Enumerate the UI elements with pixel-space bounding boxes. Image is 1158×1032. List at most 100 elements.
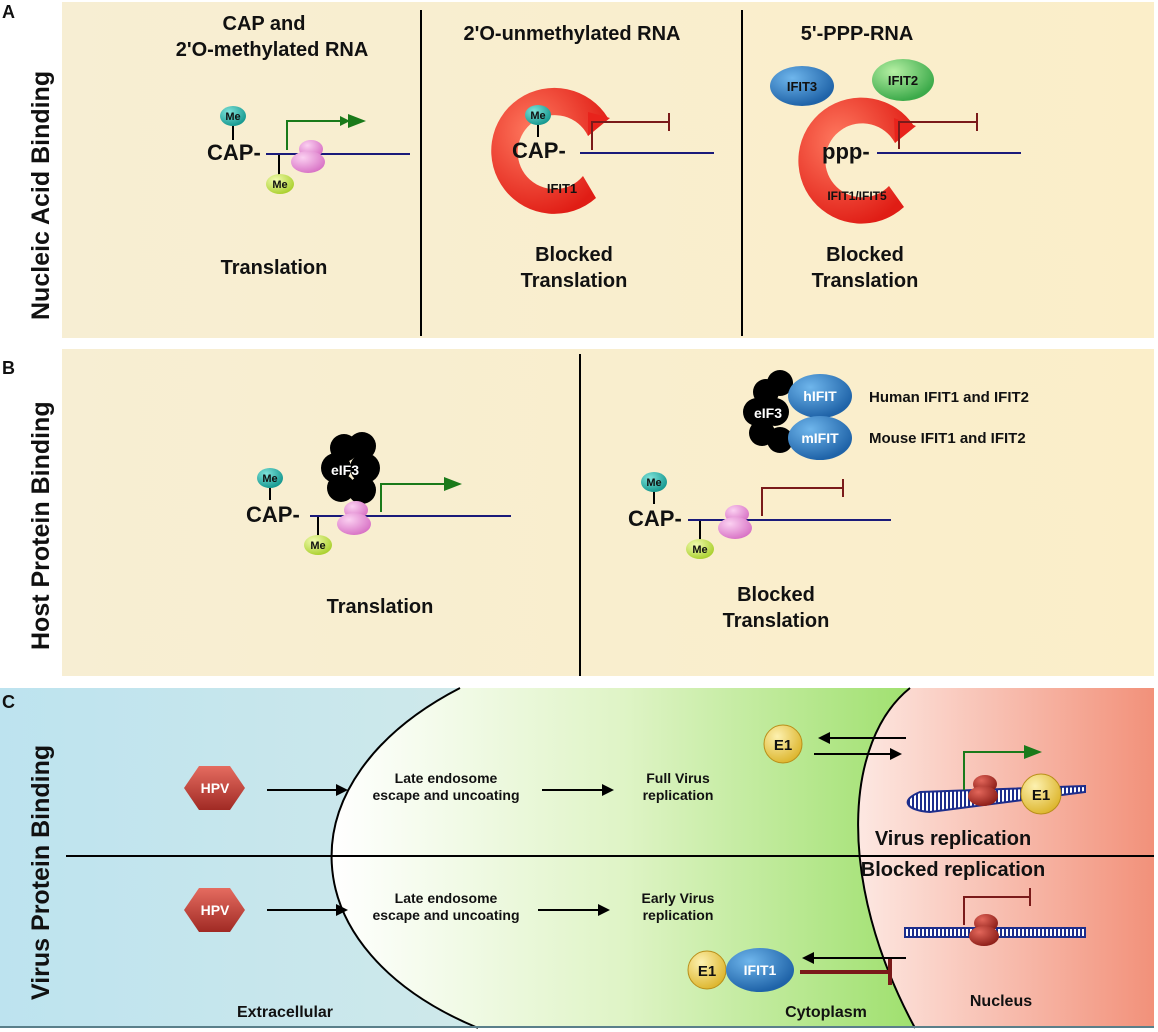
full-virus-label-2: replication: [643, 787, 714, 803]
col1-arrow-head: [348, 114, 366, 128]
cytoplasm-label: Cytoplasm: [785, 1004, 867, 1021]
b-left-outcome: Translation: [327, 596, 434, 618]
col1-translation-arrow: [286, 116, 350, 150]
mifit-label: mIFIT: [801, 430, 839, 446]
b-left-eif3-icon: [321, 432, 380, 504]
e1-label-top: E1: [774, 737, 792, 754]
endosome-label-top-1: Late endosome: [395, 770, 498, 786]
b-right-eif3-icon: [743, 370, 793, 453]
col3-ifit-protein: [798, 97, 914, 224]
endosome-label-top-2: escape and uncoating: [372, 787, 519, 803]
early-virus-label-2: replication: [643, 907, 714, 923]
hifit-label: hIFIT: [803, 388, 837, 404]
hpv-hexagon-top: [184, 766, 245, 810]
b-left-me-cap-icon: [257, 468, 283, 488]
nucleus-region: [858, 688, 1154, 1028]
panel-b-side-label: Host Protein Binding: [27, 401, 55, 650]
col3-ppp-label: ppp-: [822, 139, 870, 164]
mifit-icon: [788, 416, 852, 460]
panel-a-background: [62, 2, 1154, 338]
full-virus-label-1: Full Virus: [646, 770, 710, 786]
panel-c-side-label: Virus Protein Binding: [27, 745, 55, 1000]
b-left-me-cap-label: Me: [262, 473, 277, 485]
col1-cap-label: CAP-: [207, 140, 261, 165]
endosome-label-bottom-2: escape and uncoating: [372, 907, 519, 923]
col3-block-line: [898, 121, 977, 149]
col2-title: 2'O-unmethylated RNA: [463, 23, 680, 45]
col2-outcome-line1: Blocked: [535, 244, 613, 266]
col2-block-line: [591, 121, 669, 150]
col3-ifit2-icon: [872, 59, 934, 101]
col2-ifit1-protein-rim: [588, 112, 610, 136]
b-right-ribosome-bottom: [718, 517, 752, 539]
col3-outcome-line1: Blocked: [826, 244, 904, 266]
col3-ifit1-ifit5-label: IFIT1/IFIT5: [827, 189, 887, 203]
endosome-label-bottom-1: Late endosome: [395, 890, 498, 906]
col3-ifit3-label: IFIT3: [787, 79, 817, 94]
viral-replication-arrow: [963, 751, 1024, 790]
b-right-block-line: [761, 487, 843, 516]
ifit1-icon-bottom: [726, 948, 794, 992]
b-right-me-cap-label: Me: [646, 477, 661, 489]
extracellular-label: Extracellular: [237, 1004, 333, 1021]
col2-outcome-line2: Translation: [521, 270, 628, 292]
col1-title-line2: 2'O-methylated RNA: [176, 39, 369, 61]
ifit1-label-bottom: IFIT1: [744, 962, 777, 978]
hpv-label-top: HPV: [201, 780, 230, 796]
e1-label-bottom: E1: [698, 963, 716, 980]
virus-replication-label: Virus replication: [875, 828, 1031, 850]
col1-me-cap-label: Me: [225, 111, 240, 123]
hpv-hexagon-bottom: [184, 888, 245, 932]
cell-membrane: [330, 687, 479, 1029]
col1-me-2o-icon: [266, 174, 294, 194]
nucleus-label: Nucleus: [970, 993, 1032, 1010]
b-right-me-2o-icon: [686, 539, 714, 559]
b-right-eif3-label: eIF3: [754, 405, 782, 421]
col1-me-cap-icon: [220, 106, 246, 126]
b-left-arrow-head: [444, 477, 462, 491]
early-virus-label-1: Early Virus: [642, 890, 715, 906]
b-left-me-2o-icon: [304, 535, 332, 555]
panel-b-letter: B: [2, 358, 15, 378]
col2-ifit1-protein: [491, 87, 608, 214]
b-left-ribosome-bottom: [337, 513, 371, 535]
e1-label-nucleus: E1: [1032, 787, 1050, 804]
col1-me-2o-label: Me: [272, 179, 287, 191]
b-left-me-2o-label: Me: [310, 540, 325, 552]
nuclear-membrane: [857, 687, 916, 1029]
b-right-me-cap-icon: [641, 472, 667, 492]
panel-a-side-label: Nucleic Acid Binding: [27, 71, 55, 320]
col2-cap-label: CAP-: [512, 138, 566, 163]
blocked-replication-label: Blocked replication: [861, 859, 1046, 881]
col3-ifit2-label: IFIT2: [888, 73, 918, 88]
col3-ifit3-icon: [770, 66, 834, 106]
b-right-outcome-line2: Translation: [723, 610, 830, 632]
col1-outcome: Translation: [221, 257, 328, 279]
hpv-label-bottom: HPV: [201, 902, 230, 918]
col2-ifit1-label: IFIT1: [547, 181, 577, 196]
col1-ribosome-bottom: [291, 151, 325, 173]
b-left-cap-label: CAP-: [246, 502, 300, 527]
nucleus-polymerase-bottom-b: [969, 926, 999, 946]
hifit-icon: [788, 374, 852, 418]
col2-me-cap-label: Me: [530, 110, 545, 122]
nucleus-block-line: [963, 896, 1030, 925]
cytoplasm-region: [331, 688, 915, 1028]
col3-outcome-line2: Translation: [812, 270, 919, 292]
col1-title-line1: CAP and: [223, 13, 306, 35]
viral-replication-arrow-head: [1024, 745, 1042, 759]
nucleus-polymerase-top-b: [968, 786, 998, 806]
human-ifit-label: Human IFIT1 and IFIT2: [869, 389, 1029, 406]
b-right-outcome-line1: Blocked: [737, 584, 815, 606]
panel-b-background: [62, 349, 1154, 676]
b-right-me-2o-label: Me: [692, 544, 707, 556]
e1-icon-nucleus: [1020, 773, 1062, 815]
col3-title: 5'-PPP-RNA: [801, 23, 914, 45]
panel-a-letter: A: [2, 2, 15, 22]
col2-me-cap-icon: [525, 105, 551, 125]
e1-icon-top: [763, 724, 803, 764]
b-right-cap-label: CAP-: [628, 506, 682, 531]
b-left-eif3-label: eIF3: [331, 462, 359, 478]
mouse-ifit-label: Mouse IFIT1 and IFIT2: [869, 430, 1026, 447]
